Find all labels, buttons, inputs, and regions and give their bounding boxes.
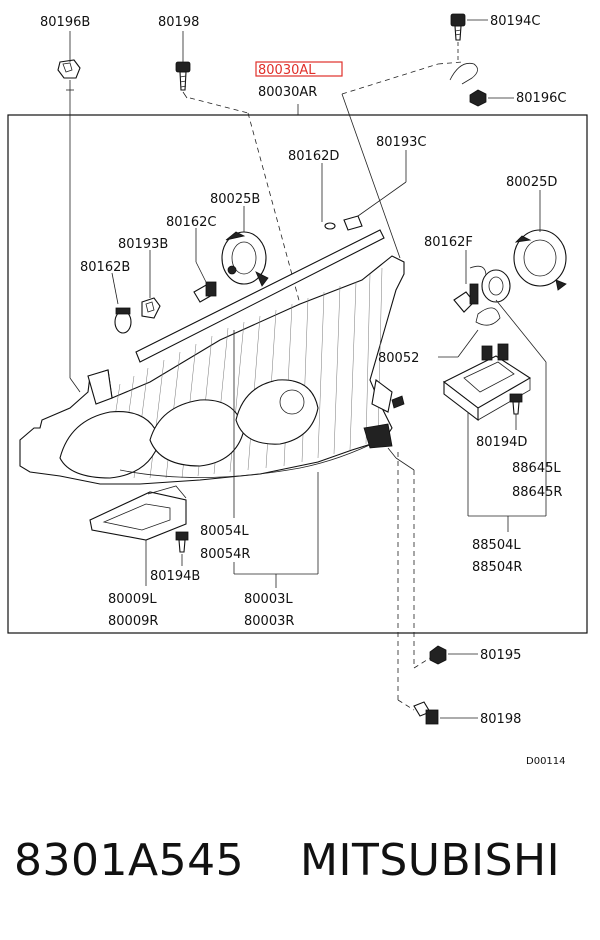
- screw-80198-top-icon: [175, 61, 191, 91]
- label-80162f: 80162F: [424, 235, 473, 250]
- nut-80196c-icon: [469, 89, 487, 107]
- screw-80194b-icon: [175, 531, 189, 553]
- label-80009r: 80009R: [108, 614, 158, 629]
- label-80052: 80052: [378, 351, 419, 366]
- bulb-80162c-icon: [193, 281, 217, 303]
- label-80162d: 80162D: [288, 149, 339, 164]
- label-80194b: 80194B: [150, 569, 200, 584]
- label-80009l: 80009L: [108, 592, 157, 607]
- label-88504l: 88504L: [472, 538, 521, 553]
- spring-clip-icon: [449, 62, 478, 85]
- label-80162c: 80162C: [166, 215, 216, 230]
- socket-80193b-icon: [141, 297, 161, 319]
- label-80054l: 80054L: [200, 524, 249, 539]
- label-80162b: 80162B: [80, 260, 130, 275]
- bulb-80162f-icon: [453, 265, 487, 313]
- label-80025b: 80025B: [210, 192, 260, 207]
- screw-80198-bottom-icon: [413, 701, 439, 725]
- screw-80194c-icon: [450, 13, 466, 41]
- label-80030al: 80030AL: [258, 63, 316, 78]
- highlight-box: [255, 61, 343, 77]
- assembly-frame: [7, 114, 588, 634]
- label-80194d: 80194D: [476, 435, 527, 450]
- footer: 8301A545 MITSUBISHI: [0, 835, 600, 905]
- label-80054r: 80054R: [200, 547, 250, 562]
- socket-80025b-icon: [221, 231, 269, 287]
- clip-80196b-icon: [57, 59, 81, 79]
- socket-80025d-icon: [513, 229, 567, 291]
- headlight-housing: [19, 255, 405, 485]
- label-80196c: 80196C: [516, 91, 566, 106]
- diagram-code: D00114: [526, 756, 566, 767]
- igniter-ring-80052-icon: [475, 269, 511, 326]
- brand-name: MITSUBISHI: [300, 835, 561, 886]
- label-80196b: 80196B: [40, 15, 90, 30]
- label-80195: 80195: [480, 648, 521, 663]
- connector-80193c-icon: [343, 215, 363, 231]
- housing-screw-icon: [391, 395, 405, 409]
- label-88645l: 88645L: [512, 461, 561, 476]
- label-80198-top: 80198: [158, 15, 199, 30]
- label-88645r: 88645R: [512, 485, 562, 500]
- trim-strip-80030a: [135, 229, 385, 363]
- clip-80162d-icon: [324, 222, 336, 230]
- label-80198-bottom: 80198: [480, 712, 521, 727]
- bulb-80162b-icon: [114, 307, 132, 334]
- label-80194c: 80194C: [490, 14, 540, 29]
- label-80030ar: 80030AR: [258, 85, 317, 100]
- label-80003r: 80003R: [244, 614, 294, 629]
- label-80193b: 80193B: [118, 237, 168, 252]
- label-80193c: 80193C: [376, 135, 426, 150]
- screw-80194d-icon: [509, 393, 523, 415]
- nut-80195-icon: [429, 645, 447, 665]
- ballast-88504-icon: [442, 343, 532, 422]
- bracket-80009-icon: [89, 485, 187, 541]
- label-80025d: 80025D: [506, 175, 557, 190]
- label-80003l: 80003L: [244, 592, 293, 607]
- part-number: 8301A545: [14, 835, 245, 886]
- label-88504r: 88504R: [472, 560, 522, 575]
